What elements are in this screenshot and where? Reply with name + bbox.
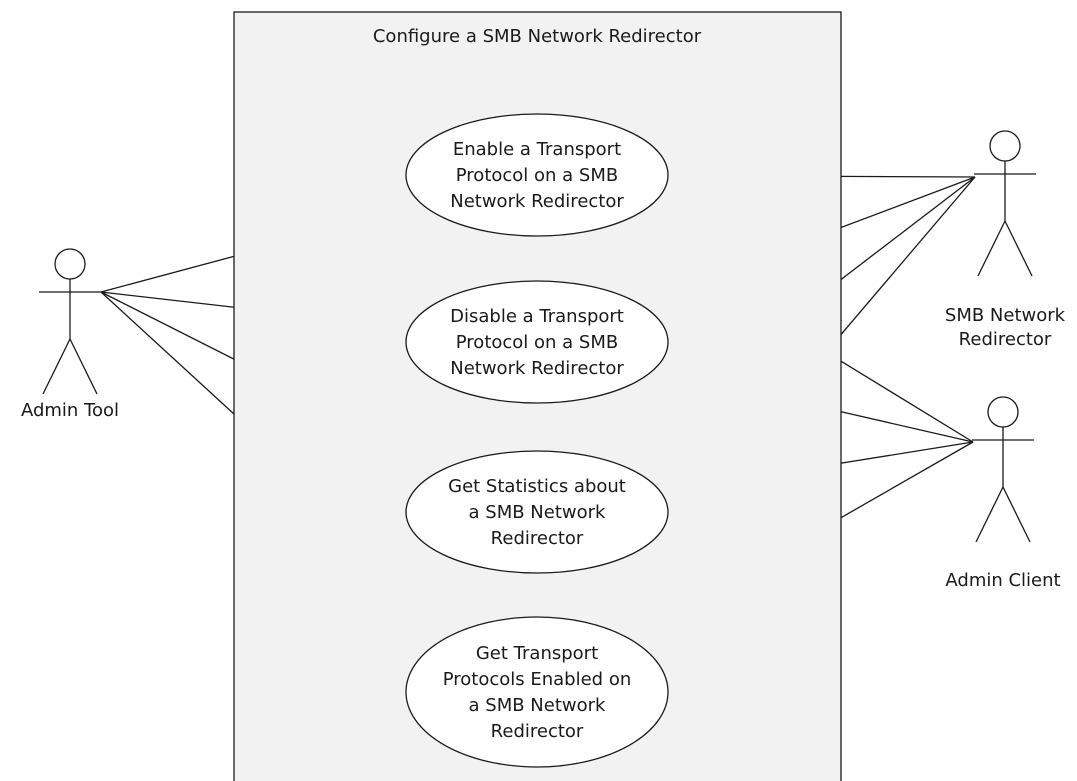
use-case-ellipse: [405, 450, 669, 574]
actor-right-leg: [1002, 486, 1031, 543]
actor-admin-tool: Admin Tool: [21, 248, 119, 421]
actor-left-leg: [977, 220, 1006, 277]
use-case-label: Enable a Transport: [453, 139, 621, 160]
use-case-label: Redirector: [491, 528, 584, 549]
actor-label: Admin Client: [945, 570, 1060, 591]
actor-label: Admin Tool: [21, 400, 119, 421]
use-case-label: Network Redirector: [450, 191, 624, 212]
use-case-ellipse: [405, 113, 669, 237]
use-case-ellipse: [405, 280, 669, 404]
use-case-label: Redirector: [491, 721, 584, 742]
system-title: Configure a SMB Network Redirector: [373, 26, 702, 47]
actor-admin-client: Admin Client: [945, 396, 1061, 591]
actor-left-leg: [975, 486, 1004, 543]
use-case-label: a SMB Network: [469, 695, 607, 716]
use-case-ellipse: [405, 616, 669, 768]
actor-right-leg: [69, 338, 98, 395]
use-case-get-statistics: Get Statistics about a SMB NetworkRedirec…: [405, 450, 669, 574]
actor-head-icon: [989, 130, 1021, 162]
use-case-label: Disable a Transport: [450, 306, 624, 327]
actor-right-leg: [1004, 220, 1033, 277]
use-case-label: Get Transport: [476, 643, 598, 664]
use-case-label: Protocol on a SMB: [456, 165, 618, 186]
actor-head-icon: [54, 248, 86, 280]
use-case-label: Get Statistics about: [448, 476, 626, 497]
use-case-label: Protocol on a SMB: [456, 332, 618, 353]
use-case-label: Network Redirector: [450, 358, 624, 379]
actor-head-icon: [987, 396, 1019, 428]
actor-label: SMB Network: [945, 305, 1066, 326]
actor-label: Redirector: [959, 329, 1052, 350]
use-case-label: Protocols Enabled on: [443, 669, 632, 690]
use-case-label: a SMB Network: [469, 502, 607, 523]
actor-left-leg: [42, 338, 71, 395]
